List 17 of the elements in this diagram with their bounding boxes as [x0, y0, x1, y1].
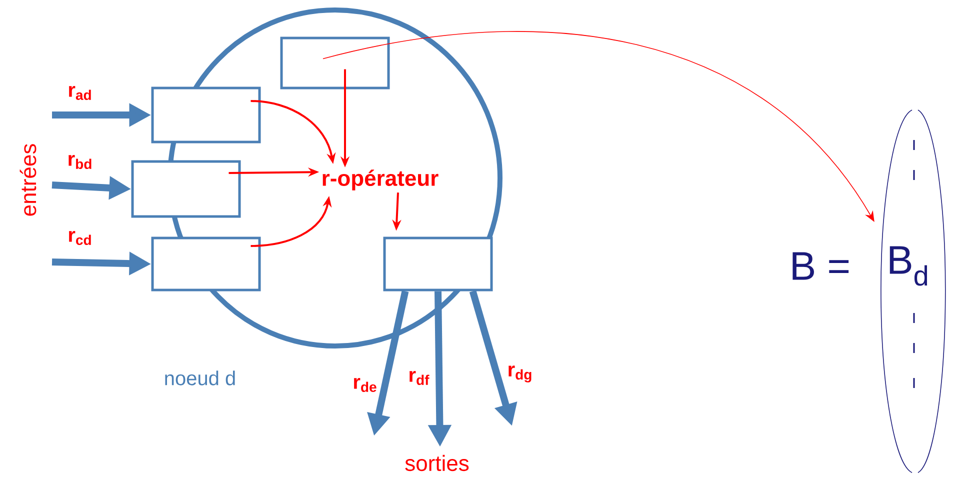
box — [151, 236, 261, 292]
edge-label: r$_{de}$ — [354, 378, 376, 392]
vector-element: B$_{d}$ — [890, 246, 928, 286]
operator-label: r-opérateur — [322, 170, 438, 190]
box — [280, 36, 390, 90]
edge-label: r$_{df}$ — [410, 370, 430, 385]
side-label: entrées — [20, 144, 36, 216]
edge-label: r$_{bd}$ — [68, 154, 92, 169]
edge-label: r$_{cd}$ — [69, 230, 91, 245]
side-label: sorties — [405, 454, 469, 472]
box — [151, 86, 261, 144]
box — [383, 236, 493, 292]
box — [131, 160, 241, 218]
edge-label: r$_{dg}$ — [508, 366, 532, 382]
equation-label: B = — [792, 252, 849, 280]
node-caption: noeud d — [165, 370, 235, 386]
edge-label: r$_{ad}$ — [69, 86, 91, 100]
